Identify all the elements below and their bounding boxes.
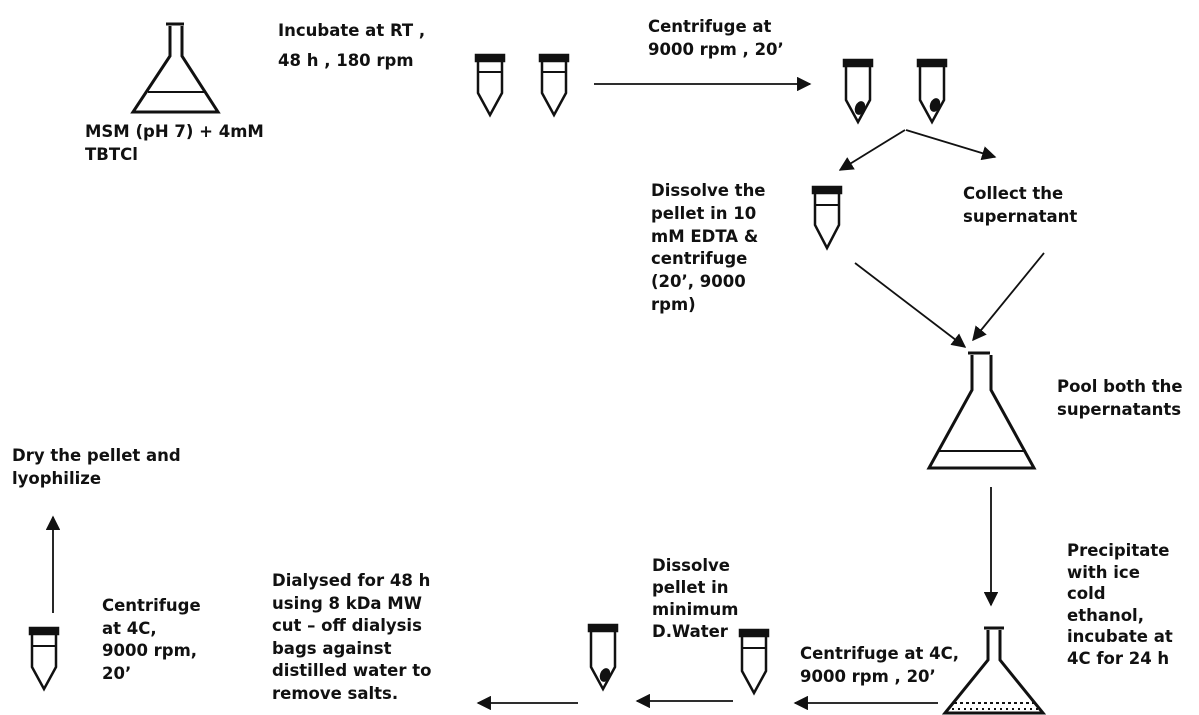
tube-dialysis-pellet-icon (589, 625, 617, 689)
label-precipitate-line: ethanol, (1067, 605, 1173, 627)
label-start-line: MSM (pH 7) + 4mM (85, 120, 264, 143)
label-pool: Pool both the supernatants (1057, 375, 1183, 421)
label-collect-line: supernatant (963, 205, 1077, 228)
label-dissolve-water-line: D.Water (652, 621, 738, 643)
label-dissolve-pellet-line: rpm) (651, 294, 766, 317)
label-dissolve-pellet-line: pellet in 10 (651, 203, 766, 226)
tube-pellet-1-icon (844, 60, 872, 122)
flask-pool-icon (929, 353, 1034, 468)
label-precipitate: Precipitate with ice cold ethanol, incub… (1067, 540, 1173, 669)
tube-water-icon (740, 630, 768, 693)
label-precipitate-line: incubate at (1067, 626, 1173, 648)
tube-incubate-2-icon (540, 55, 568, 115)
label-dissolve-water: Dissolve pellet in minimum D.Water (652, 555, 738, 643)
label-dissolve-pellet-line: centrifuge (651, 248, 766, 271)
label-dissolve-water-line: pellet in (652, 577, 738, 599)
label-dry-line: lyophilize (12, 467, 181, 490)
label-collect-line: Collect the (963, 182, 1077, 205)
label-dissolve-water-line: Dissolve (652, 555, 738, 577)
label-centrifuge-1: Centrifuge at 9000 rpm , 20’ (648, 15, 784, 61)
label-dissolve-pellet-line: Dissolve the (651, 180, 766, 203)
label-dissolve-water-line: minimum (652, 599, 738, 621)
label-dialysis-line: Dialysed for 48 h (272, 570, 431, 593)
label-centrifuge-2-line: Centrifuge at 4C, (800, 642, 959, 665)
label-start: MSM (pH 7) + 4mM TBTCl (85, 120, 264, 166)
label-incubate-line: Incubate at RT , (278, 16, 425, 46)
label-dialysis-line: remove salts. (272, 683, 431, 706)
label-dialysis: Dialysed for 48 h using 8 kDa MW cut – o… (272, 570, 431, 705)
tube-edta-icon (813, 187, 841, 248)
label-dry-line: Dry the pellet and (12, 444, 181, 467)
label-centrifuge-3: Centrifuge at 4C, 9000 rpm, 20’ (102, 595, 201, 685)
label-dialysis-line: bags against (272, 638, 431, 661)
tube-final-icon (30, 628, 58, 689)
label-centrifuge-2: Centrifuge at 4C, 9000 rpm , 20’ (800, 642, 959, 688)
label-dialysis-line: cut – off dialysis (272, 615, 431, 638)
label-pool-line: supernatants (1057, 398, 1183, 421)
flask-start-icon (133, 24, 218, 112)
arrow-dissolve-to-pool (855, 263, 965, 347)
label-dialysis-line: using 8 kDa MW (272, 593, 431, 616)
label-dry: Dry the pellet and lyophilize (12, 444, 181, 490)
label-centrifuge-3-line: Centrifuge (102, 595, 201, 618)
label-dissolve-pellet-line: (20’, 9000 (651, 271, 766, 294)
tube-pellet-2-icon (918, 60, 946, 122)
label-centrifuge-3-line: at 4C, (102, 618, 201, 641)
label-dialysis-line: distilled water to (272, 660, 431, 683)
arrow-to-dissolve (840, 130, 905, 170)
label-precipitate-line: Precipitate (1067, 540, 1173, 562)
label-dissolve-pellet: Dissolve the pellet in 10 mM EDTA & cent… (651, 180, 766, 317)
label-precipitate-line: 4C for 24 h (1067, 648, 1173, 670)
label-collect: Collect the supernatant (963, 182, 1077, 228)
label-centrifuge-1-line: Centrifuge at (648, 15, 784, 38)
label-centrifuge-3-line: 20’ (102, 663, 201, 686)
label-precipitate-line: cold (1067, 583, 1173, 605)
label-centrifuge-2-line: 9000 rpm , 20’ (800, 665, 959, 688)
label-dissolve-pellet-line: mM EDTA & (651, 226, 766, 249)
arrow-collect-to-pool (973, 253, 1044, 340)
label-start-line: TBTCl (85, 143, 264, 166)
label-precipitate-line: with ice (1067, 562, 1173, 584)
label-pool-line: Pool both the (1057, 375, 1183, 398)
flask-precipitate-icon (945, 628, 1043, 713)
label-incubate-line: 48 h , 180 rpm (278, 46, 425, 76)
arrow-to-collect (906, 130, 995, 157)
label-centrifuge-3-line: 9000 rpm, (102, 640, 201, 663)
label-centrifuge-1-line: 9000 rpm , 20’ (648, 38, 784, 61)
label-incubate: Incubate at RT , 48 h , 180 rpm (278, 16, 425, 76)
tube-incubate-1-icon (476, 55, 504, 115)
